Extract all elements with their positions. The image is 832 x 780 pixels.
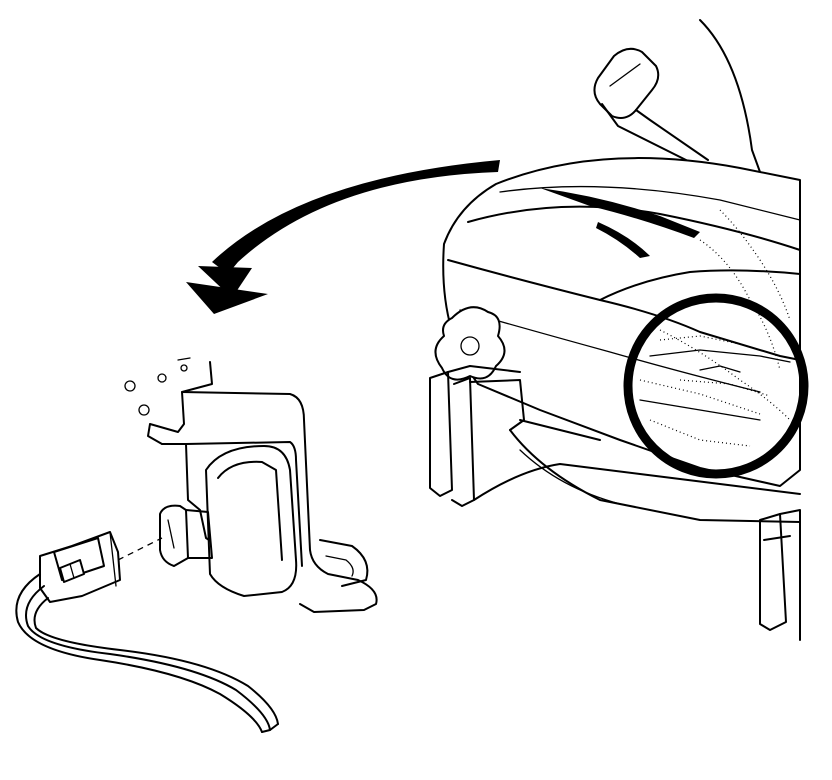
detail-view-circle bbox=[623, 293, 809, 479]
removal-direction-arrow bbox=[186, 160, 500, 314]
panel-connector-socket bbox=[159, 504, 213, 567]
seat-recliner-knob bbox=[434, 306, 506, 381]
seat-side-trim-panel bbox=[124, 357, 378, 613]
seat-cushion bbox=[442, 157, 801, 487]
seat-track-bracket bbox=[429, 365, 801, 641]
wiring-harness bbox=[15, 573, 279, 733]
connector-alignment-line bbox=[117, 537, 163, 561]
seat-back-edge bbox=[699, 19, 761, 173]
electrical-connector bbox=[39, 531, 121, 603]
seat-assembly bbox=[429, 19, 809, 641]
seat-adjuster-lever bbox=[593, 47, 709, 163]
